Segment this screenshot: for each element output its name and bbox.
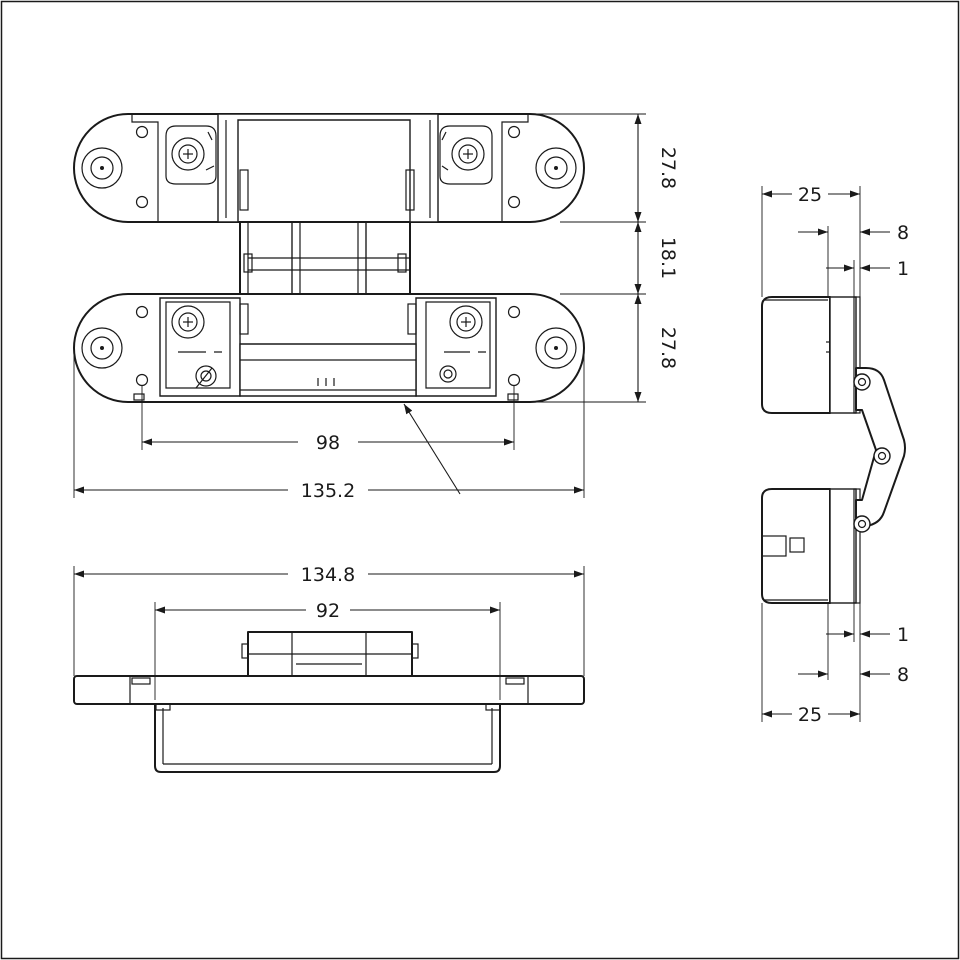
side-view-dimensions: 25 8 1 1 8 25 <box>761 182 909 726</box>
dim-bottom-body-width: 92 <box>316 600 340 622</box>
bottom-view-dimensions: 134.8 92 <box>73 562 585 700</box>
dim-side-bottom-thickness: 1 <box>897 624 909 646</box>
dim-side-top-depth: 25 <box>798 184 822 206</box>
dim-side-bottom-offset: 8 <box>897 664 909 686</box>
hinge-bottom-view: 134.8 92 <box>73 562 585 773</box>
dim-side-top-offset: 8 <box>897 222 909 244</box>
dim-plate-gap: 18.1 <box>657 237 679 279</box>
front-view-dimensions: 27.8 18.1 27.8 98 135.2 <box>73 113 679 502</box>
hinge-bottom-plate <box>73 293 585 403</box>
hinge-side-view: 25 8 1 1 8 25 <box>761 182 909 726</box>
dim-bottom-plate-height: 27.8 <box>657 327 679 369</box>
dim-side-bottom-depth: 25 <box>798 704 822 726</box>
dim-top-plate-height: 27.8 <box>657 147 679 189</box>
dim-side-top-thickness: 1 <box>897 258 909 280</box>
hinge-top-plate <box>73 113 585 223</box>
dim-overall-width: 135.2 <box>301 480 355 502</box>
hinge-front-view: 27.8 18.1 27.8 98 135.2 <box>73 113 679 502</box>
dim-bottom-overall-width: 134.8 <box>301 564 355 586</box>
dim-hole-spacing: 98 <box>316 432 340 454</box>
